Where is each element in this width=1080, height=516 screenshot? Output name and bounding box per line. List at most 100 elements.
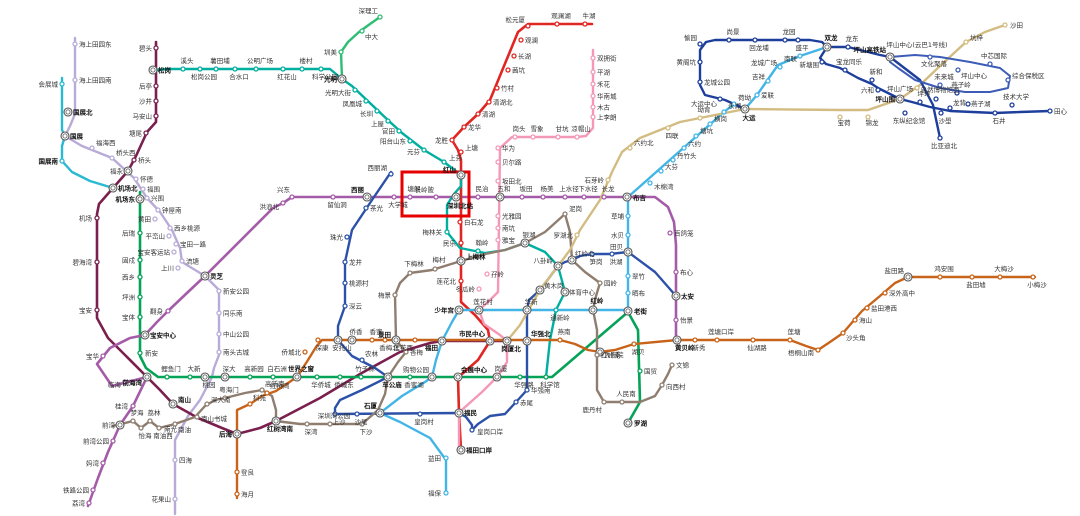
station-华为[interactable] — [495, 145, 501, 151]
station-南坑[interactable] — [495, 225, 501, 231]
station-西丽[interactable] — [362, 192, 372, 202]
station-坂田[interactable] — [519, 194, 525, 200]
station-龙背[interactable] — [947, 105, 953, 111]
station-百鸽笼[interactable] — [667, 230, 673, 236]
station-五和[interactable] — [495, 192, 505, 202]
station-宝安中心[interactable] — [140, 330, 150, 340]
station-翰岭[interactable] — [475, 248, 481, 254]
station-愉园[interactable] — [697, 41, 703, 47]
station-新塘围[interactable] — [819, 59, 825, 65]
station-香梅北[interactable] — [382, 337, 388, 343]
station-宝安[interactable] — [94, 307, 100, 313]
station-黄贝岭[interactable] — [672, 335, 682, 345]
station-笋岗[interactable] — [589, 251, 595, 257]
station-车公庙[interactable] — [383, 372, 393, 382]
station-益田[interactable] — [443, 455, 449, 461]
station-综合保税区[interactable] — [1005, 77, 1011, 83]
station-黄田[interactable] — [152, 216, 158, 222]
station-香梅[interactable] — [403, 349, 409, 355]
station-田心[interactable] — [1047, 108, 1053, 114]
station-下水径[interactable] — [581, 194, 587, 200]
station-石厦[interactable] — [375, 408, 385, 418]
station-木棉湾[interactable] — [647, 180, 653, 186]
station-桃园[interactable] — [200, 372, 210, 382]
station-人民南[interactable] — [619, 399, 625, 405]
station-福田口岸[interactable] — [456, 445, 466, 455]
station-莲塘口岸[interactable] — [714, 337, 720, 343]
station-怀德[interactable] — [133, 176, 139, 182]
station-后海[interactable] — [232, 429, 242, 439]
station-石井[interactable] — [992, 110, 998, 116]
station-深大[interactable] — [220, 372, 230, 382]
station-沙井[interactable] — [153, 98, 159, 104]
station-塘朗[interactable] — [407, 194, 413, 200]
station-通新岭[interactable] — [553, 307, 559, 313]
station-沙壆[interactable] — [938, 110, 944, 116]
station-南头古城[interactable] — [216, 349, 222, 355]
station-龙胜[interactable] — [449, 137, 455, 143]
station-华新[interactable] — [522, 305, 532, 315]
station-茜坑[interactable] — [505, 67, 511, 73]
station-农林[interactable] — [359, 357, 365, 363]
station-国展[interactable] — [60, 131, 70, 141]
station-沙头角[interactable] — [840, 330, 846, 336]
station-碧海湾[interactable] — [94, 259, 100, 265]
station-桥头西[interactable] — [109, 155, 115, 161]
station-侨城北[interactable] — [302, 349, 308, 355]
station-六约北[interactable] — [627, 145, 633, 151]
station-侨城东[interactable] — [337, 374, 343, 380]
station-深外高中[interactable] — [882, 290, 888, 296]
station-华强路[interactable] — [517, 374, 523, 380]
station-罗湖北[interactable] — [574, 232, 580, 238]
station-民治[interactable] — [475, 194, 481, 200]
station-湖贝[interactable] — [631, 341, 637, 347]
station-清湖[interactable] — [475, 111, 481, 117]
station-溪头[interactable] — [180, 66, 186, 72]
station-坪山广场[interactable] — [914, 85, 920, 91]
station-香蜜[interactable] — [369, 337, 375, 343]
station-红岭[interactable] — [588, 305, 598, 315]
station-福田[interactable] — [437, 336, 447, 346]
station-长圳[interactable] — [374, 108, 380, 114]
station-福保[interactable] — [443, 490, 449, 496]
station-市民中心[interactable] — [485, 336, 495, 346]
station-宝田一路[interactable] — [173, 241, 179, 247]
station-鹿丹村[interactable] — [601, 399, 607, 405]
station-小梅沙[interactable] — [1030, 274, 1036, 280]
station-深理工[interactable] — [377, 14, 383, 20]
station-科学公园[interactable] — [318, 66, 324, 72]
station-流塘[interactable] — [179, 258, 185, 264]
station-机场东[interactable] — [135, 194, 145, 204]
station-沙田[interactable] — [1002, 22, 1008, 28]
station-中大[interactable] — [359, 28, 365, 34]
station-宝华[interactable] — [100, 353, 106, 359]
station-双龙[interactable] — [822, 42, 832, 52]
station-粤海门[interactable] — [222, 395, 228, 401]
station-石芽岭[interactable] — [605, 177, 611, 183]
station-泥岗[interactable] — [562, 211, 568, 217]
station-上川[interactable] — [175, 265, 181, 271]
station-桃源村[interactable] — [342, 280, 348, 286]
station-上李朗[interactable] — [590, 114, 596, 120]
station-光雅园[interactable] — [495, 213, 501, 219]
station-怡景[interactable] — [673, 317, 679, 323]
station-上水径[interactable] — [562, 194, 568, 200]
station-孖岭[interactable] — [484, 271, 490, 277]
station-技术大学[interactable] — [1009, 102, 1015, 108]
station-木古[interactable] — [590, 104, 596, 110]
station-临海[interactable] — [122, 379, 128, 385]
station-科苑[interactable] — [247, 401, 253, 407]
station-燕南[interactable] — [557, 337, 563, 343]
station-坪山高铁站[interactable] — [885, 52, 895, 62]
station-坪洲[interactable] — [137, 294, 143, 300]
station-老街[interactable] — [623, 306, 633, 316]
station-深湾[interactable] — [304, 421, 310, 427]
station-机场[interactable] — [94, 215, 100, 221]
station-茶光[interactable] — [363, 205, 369, 211]
station-清湖北[interactable] — [486, 99, 492, 105]
station-下沙[interactable] — [359, 421, 365, 427]
station-桥头[interactable] — [131, 157, 137, 163]
station-罗湖[interactable] — [623, 418, 633, 428]
station-横岗[interactable] — [707, 121, 713, 127]
station-坂田北[interactable] — [495, 178, 501, 184]
